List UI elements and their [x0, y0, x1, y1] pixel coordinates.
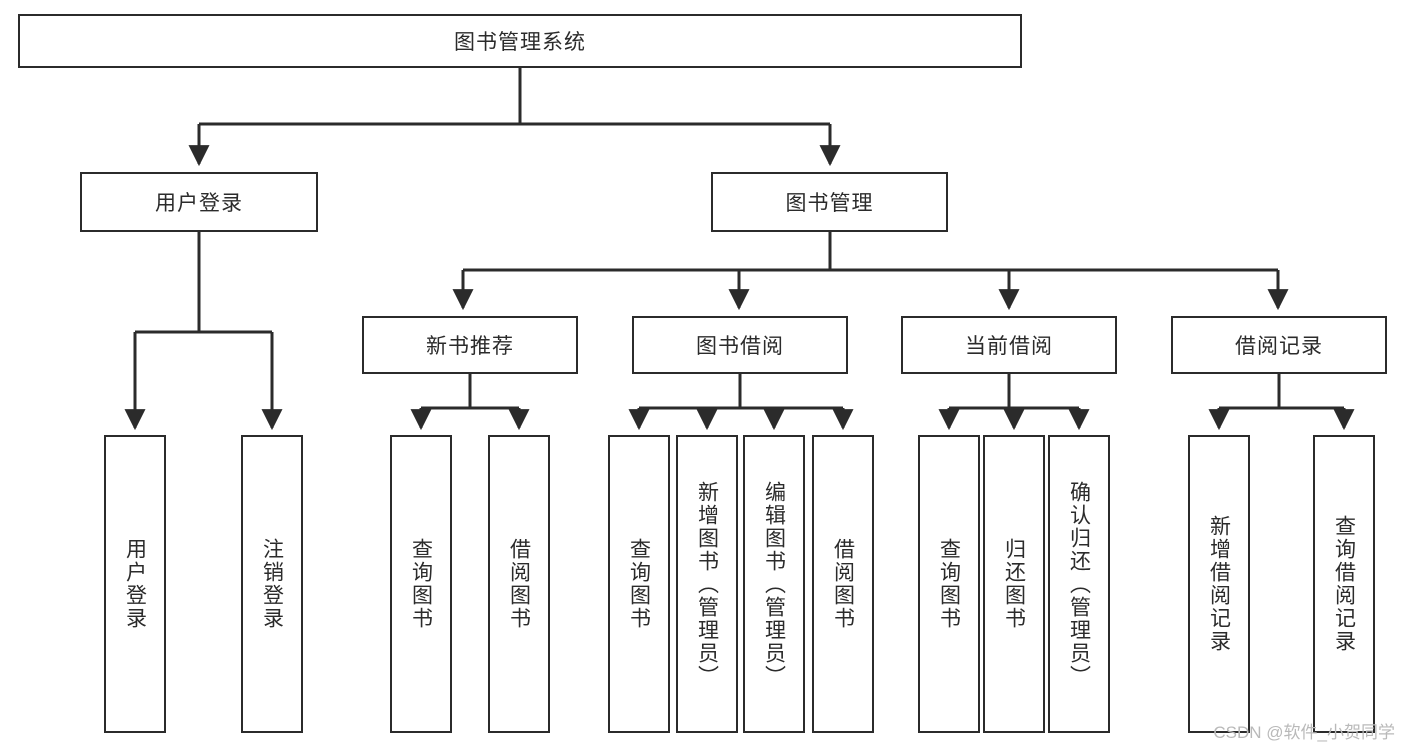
leaf-book-borrow-query[interactable]: 查询图书 [608, 435, 670, 733]
leaf-user-login-login[interactable]: 用户登录 [104, 435, 166, 733]
node-label: 新书推荐 [426, 335, 514, 358]
node-label: 借阅图书 [507, 538, 531, 630]
node-new-book-recommend[interactable]: 新书推荐 [362, 316, 578, 374]
node-current-borrow[interactable]: 当前借阅 [901, 316, 1117, 374]
node-label: 注销登录 [260, 538, 284, 630]
node-label: 查询借阅记录 [1332, 515, 1356, 653]
node-label: 归还图书 [1002, 538, 1026, 630]
node-label: 确认归还（管理员） [1067, 480, 1091, 688]
node-label: 当前借阅 [965, 335, 1053, 358]
node-label: 图书管理系统 [454, 31, 586, 54]
node-label: 新增图书（管理员） [695, 480, 719, 688]
node-book-borrow[interactable]: 图书借阅 [632, 316, 848, 374]
leaf-current-borrow-return[interactable]: 归还图书 [983, 435, 1045, 733]
leaf-new-book-query[interactable]: 查询图书 [390, 435, 452, 733]
node-borrow-record[interactable]: 借阅记录 [1171, 316, 1387, 374]
leaf-borrow-record-add[interactable]: 新增借阅记录 [1188, 435, 1250, 733]
node-label: 编辑图书（管理员） [762, 480, 786, 688]
leaf-current-borrow-confirm-return[interactable]: 确认归还（管理员） [1048, 435, 1110, 733]
leaf-book-borrow-add[interactable]: 新增图书（管理员） [676, 435, 738, 733]
node-root-book-management-system[interactable]: 图书管理系统 [18, 14, 1022, 68]
leaf-borrow-record-query[interactable]: 查询借阅记录 [1313, 435, 1375, 733]
node-label: 图书管理 [785, 192, 874, 215]
node-label: 借阅图书 [831, 538, 855, 630]
leaf-book-borrow-borrow[interactable]: 借阅图书 [812, 435, 874, 733]
leaf-new-book-borrow[interactable]: 借阅图书 [488, 435, 550, 733]
node-label: 新增借阅记录 [1207, 515, 1231, 653]
leaf-book-borrow-edit[interactable]: 编辑图书（管理员） [743, 435, 805, 733]
node-user-login[interactable]: 用户登录 [80, 172, 318, 232]
node-label: 用户登录 [123, 538, 147, 630]
leaf-user-login-logout[interactable]: 注销登录 [241, 435, 303, 733]
node-book-management[interactable]: 图书管理 [711, 172, 948, 232]
leaf-current-borrow-query[interactable]: 查询图书 [918, 435, 980, 733]
node-label: 查询图书 [409, 538, 433, 630]
node-label: 借阅记录 [1235, 335, 1323, 358]
node-label: 图书借阅 [696, 335, 784, 358]
watermark-text: CSDN @软件_小贺同学 [1213, 723, 1395, 742]
node-label: 用户登录 [155, 192, 243, 215]
node-label: 查询图书 [627, 538, 651, 630]
node-label: 查询图书 [937, 538, 961, 630]
